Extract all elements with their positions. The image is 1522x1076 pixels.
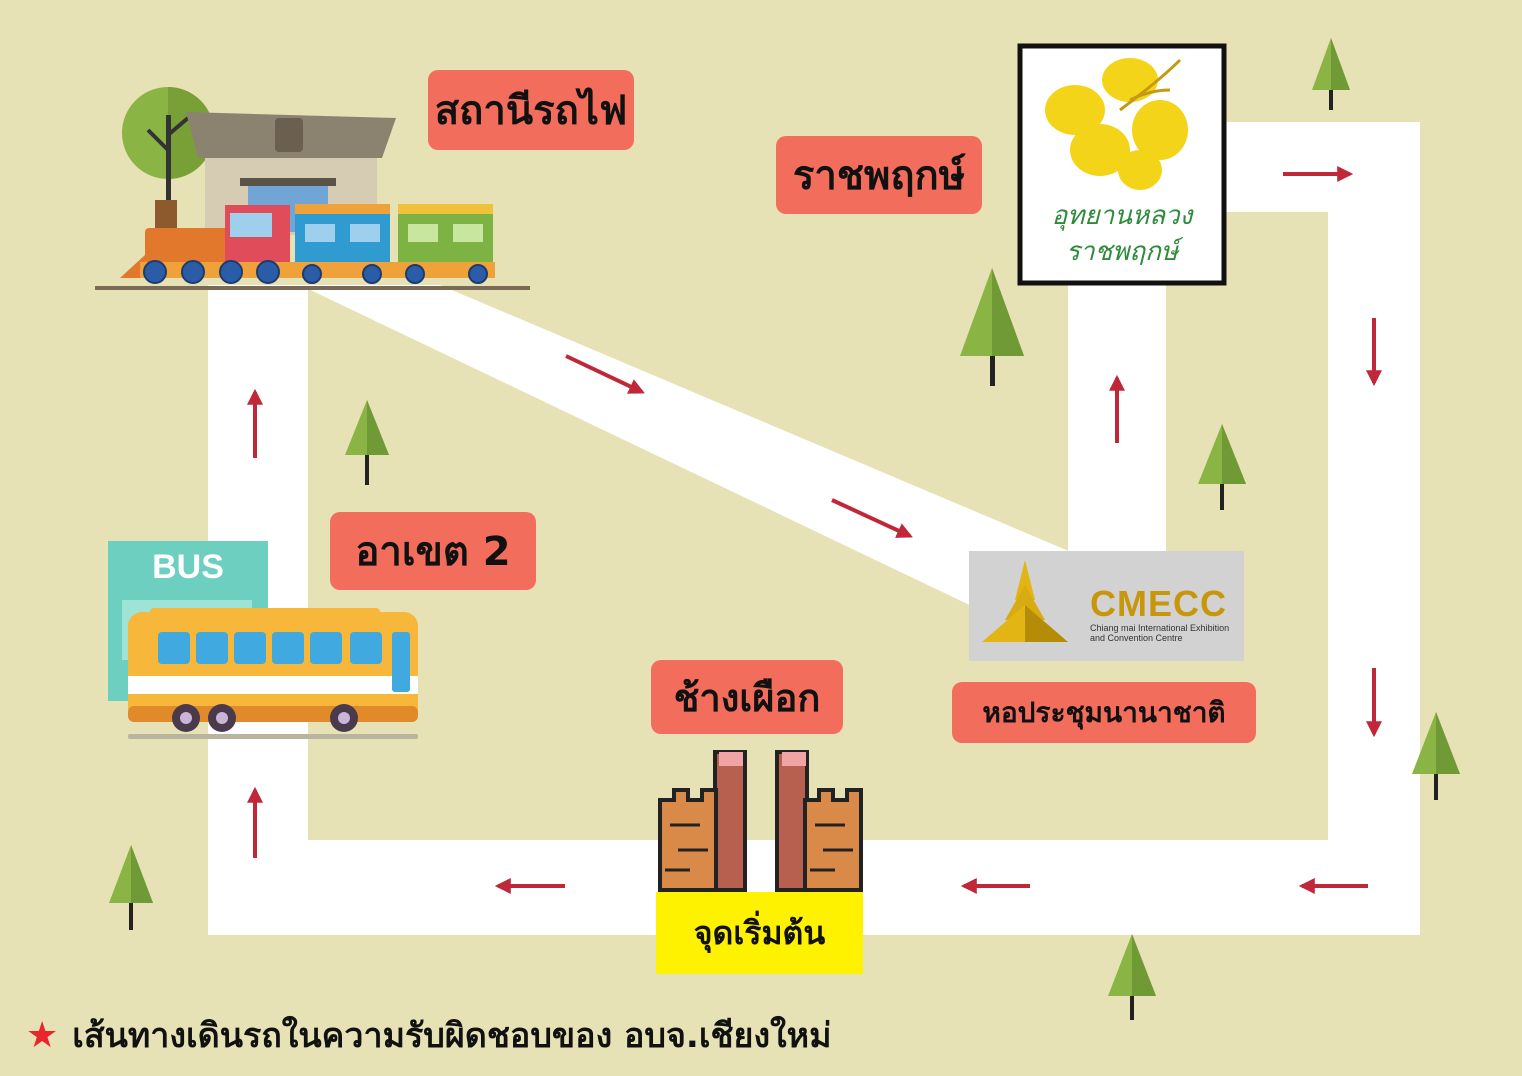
road-right-vertical	[1328, 122, 1420, 935]
tree-icon	[1108, 934, 1156, 1020]
bus-sign: BUS	[152, 548, 224, 586]
direction-arrows	[247, 166, 1382, 894]
tree-icon	[345, 400, 389, 485]
label-ratchaphruek: ราชพฤกษ์	[776, 136, 982, 214]
footer-note: ★ เส้นทางเดินรถในความรับผิดชอบของ อบจ.เช…	[26, 1008, 832, 1062]
cmecc-logo-text: CMECC Chiang mai International Exhibitio…	[1090, 583, 1242, 644]
ratchaphruek-logo	[1017, 43, 1227, 286]
label-convention-hall: หอประชุมนานาชาติ	[952, 682, 1256, 743]
bus-icon	[108, 541, 418, 739]
ratchaphruek-logo-line1: อุทยานหลวง	[1051, 201, 1193, 231]
label-start-point: จุดเริ่มต้น	[656, 892, 863, 974]
ratchaphruek-logo-line2: ราชพฤกษ์	[1066, 237, 1178, 267]
star-icon: ★	[26, 1014, 59, 1056]
arrow-diag-1	[565, 354, 645, 394]
label-arcade2: อาเขต 2	[330, 512, 536, 590]
tree-icon	[109, 845, 153, 930]
cmecc-subtitle-1: Chiang mai International Exhibition	[1090, 623, 1230, 633]
footer-text: เส้นทางเดินรถในความรับผิดชอบของ อบจ.เชีย…	[72, 1016, 832, 1056]
label-train-station: สถานีรถไฟ	[428, 70, 634, 150]
cmecc-title: CMECC	[1090, 583, 1227, 624]
road-top-right	[1225, 122, 1420, 212]
label-chang-phueak: ช้างเผือก	[651, 660, 843, 734]
cmecc-logo	[969, 551, 1244, 661]
arrow-diag-2	[831, 498, 913, 538]
tree-icon	[960, 268, 1024, 386]
train-station-icon	[95, 87, 530, 290]
gate-icon	[658, 750, 863, 892]
tree-icon	[1198, 424, 1246, 510]
trees	[109, 38, 1460, 1020]
ratchaphruek-logo-text: อุทยานหลวง ราชพฤกษ์	[1022, 198, 1222, 270]
tree-icon	[1312, 38, 1350, 110]
cmecc-subtitle-2: and Convention Centre	[1090, 633, 1183, 643]
tree-icon	[1412, 712, 1460, 800]
